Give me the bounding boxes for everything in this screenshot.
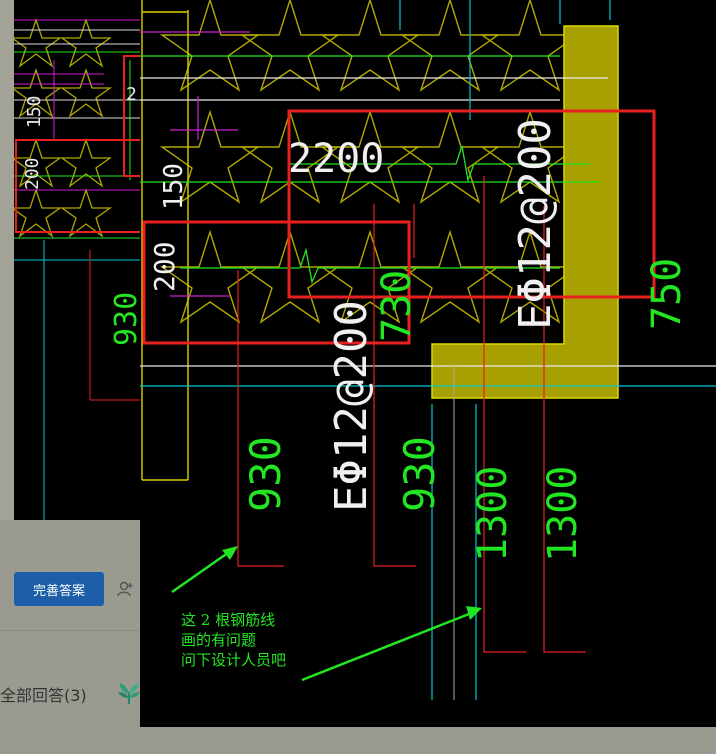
dim-930-b: 930 [241, 436, 290, 512]
dim-1300-b: 1300 [540, 466, 586, 562]
dim-750: 750 [644, 258, 690, 330]
dim-1300-a: 1300 [470, 466, 516, 562]
highlight-box-right [287, 109, 656, 299]
all-answers-count[interactable]: 全部回答(3) [0, 686, 87, 705]
annotation-arrows [171, 546, 482, 682]
shear-wall-shape [431, 25, 619, 399]
complete-answer-button[interactable]: 完善答案 [14, 572, 104, 606]
back-dim-200: 200 [22, 157, 43, 190]
dim-2200: 2200 [288, 136, 384, 182]
back-dim-930: 930 [109, 292, 144, 346]
rebar-label-lower: EΦ12@200 [326, 300, 377, 512]
page-left-strip [0, 0, 14, 520]
annotation-line-1: 这 2 根钢筋线 [181, 611, 276, 629]
highlight-box-left [142, 220, 411, 345]
back-dim-2: 2 [126, 84, 137, 105]
plant-icon [118, 683, 140, 704]
annotation-line-2: 画的有问题 [181, 631, 257, 649]
cad-drawing-background: 150 200 2 930 [14, 0, 144, 520]
dim-150: 150 [159, 163, 189, 210]
dim-200: 200 [148, 241, 181, 292]
rebar-label-upper: EΦ12@200 [510, 118, 561, 330]
section-divider [0, 630, 140, 631]
dim-930-a: 930 [395, 436, 444, 512]
dim-730: 730 [374, 270, 420, 342]
cad-drawing-main: 2200 150 200 930 EΦ12@200 930 730 EΦ12@2… [140, 0, 716, 727]
back-dim-150: 150 [24, 95, 45, 128]
annotation-line-3: 问下设计人员吧 [181, 651, 287, 669]
annotation-note: 这 2 根钢筋线 画的有问题 问下设计人员吧 [181, 610, 286, 670]
user-add-icon[interactable] [116, 580, 134, 598]
